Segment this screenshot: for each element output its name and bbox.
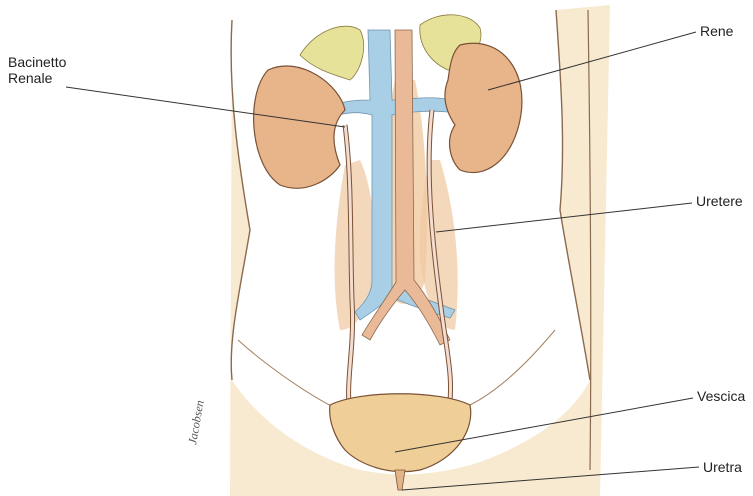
label-rene: Rene bbox=[700, 23, 733, 39]
label-bacinetto-line2: Renale bbox=[8, 70, 66, 86]
label-uretere: Uretere bbox=[696, 193, 743, 209]
right-kidney bbox=[445, 43, 522, 172]
label-bacinetto-renale: Bacinetto Renale bbox=[8, 54, 66, 86]
label-vescica: Vescica bbox=[697, 388, 745, 404]
label-bacinetto-line1: Bacinetto bbox=[8, 54, 66, 70]
artist-signature: Jacobsen bbox=[185, 399, 207, 445]
label-uretra: Uretra bbox=[703, 459, 742, 475]
left-kidney bbox=[254, 66, 345, 188]
